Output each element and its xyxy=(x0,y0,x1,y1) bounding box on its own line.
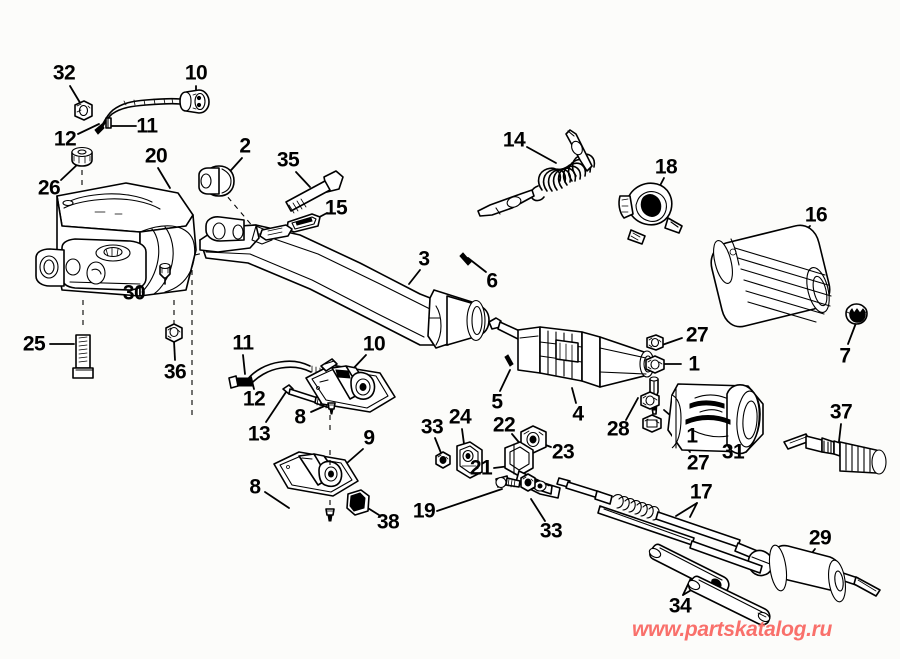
callout-23: 23 xyxy=(551,440,575,464)
callout-11-mid: 11 xyxy=(232,331,254,355)
callout-20: 20 xyxy=(144,144,168,168)
callout-27-lower: 27 xyxy=(686,451,710,475)
callout-35: 35 xyxy=(276,148,300,172)
part-1-nut-lower xyxy=(642,414,662,433)
part-20-steering-bracket xyxy=(35,182,197,297)
part-8-screw-low xyxy=(325,508,335,522)
part-9-mounting-bracket xyxy=(273,450,359,497)
part-11-wire-lead xyxy=(94,97,181,135)
callout-38: 38 xyxy=(376,510,400,534)
part-11-wire-lead-mid xyxy=(228,360,321,389)
callout-1-lower: 1 xyxy=(686,424,698,448)
callout-27-upper: 27 xyxy=(685,323,709,347)
part-1-nut-upper xyxy=(645,355,665,374)
part-6-roll-pin xyxy=(459,252,472,266)
part-31-throttle-cam-sleeve xyxy=(667,383,764,455)
callout-12-top: 12 xyxy=(53,127,77,151)
part-33-washer-lower xyxy=(520,473,536,492)
callout-16: 16 xyxy=(804,203,828,227)
callout-2: 2 xyxy=(239,134,251,158)
part-35-bolt xyxy=(285,170,344,214)
callout-8-low: 8 xyxy=(249,475,261,499)
part-37-cable-end-fitting xyxy=(783,433,887,475)
part-3-steering-handle-arm xyxy=(199,216,490,349)
callout-7: 7 xyxy=(839,344,851,368)
part-25-through-bolt xyxy=(72,334,94,379)
callout-10-mid: 10 xyxy=(362,332,386,356)
callout-28: 28 xyxy=(606,417,630,441)
callout-8-mid: 8 xyxy=(294,405,306,429)
part-36-hex-nut xyxy=(165,323,183,343)
callout-15: 15 xyxy=(324,196,348,220)
part-27-washer-upper xyxy=(646,334,664,351)
callout-14: 14 xyxy=(502,128,526,152)
callout-11-top: 11 xyxy=(136,114,158,138)
callout-33-lower: 33 xyxy=(539,519,563,543)
callout-3: 3 xyxy=(418,247,430,271)
callout-9: 9 xyxy=(363,426,375,450)
callout-19: 19 xyxy=(412,499,436,523)
callout-29: 29 xyxy=(808,526,832,550)
part-19-screw xyxy=(495,475,521,489)
callout-24: 24 xyxy=(448,405,472,429)
part-17-throttle-cable xyxy=(556,477,881,597)
callout-32: 32 xyxy=(52,61,76,85)
callout-34: 34 xyxy=(668,594,692,618)
callout-6: 6 xyxy=(486,269,498,293)
part-10-connector-plug xyxy=(179,89,210,114)
part-21-throttle-link-arm xyxy=(504,441,561,499)
part-10-switch-bracket xyxy=(305,358,396,413)
callout-10-top: 10 xyxy=(184,61,208,85)
callout-30: 30 xyxy=(122,281,146,305)
callout-36: 36 xyxy=(163,360,187,384)
callout-22: 22 xyxy=(492,413,516,437)
part-26-nut xyxy=(71,146,93,167)
part-16-hand-grip xyxy=(710,224,832,328)
callout-12-mid: 12 xyxy=(242,387,266,411)
part-27-washer-lower xyxy=(640,391,660,410)
part-8-screw-mid xyxy=(327,402,336,415)
callout-31: 31 xyxy=(721,440,745,464)
part-7-retaining-clip xyxy=(845,303,868,325)
callout-5: 5 xyxy=(491,390,503,414)
callout-1-upper: 1 xyxy=(688,352,700,376)
part-33-washer-upper xyxy=(435,451,451,469)
part-32-locknut xyxy=(74,100,93,121)
part-2-bushing xyxy=(198,165,235,197)
part-4-throttle-shaft-assembly xyxy=(488,317,655,388)
part-29-cable-spool xyxy=(768,544,846,603)
part-24-link-block xyxy=(456,441,483,479)
part-38-bushing xyxy=(346,489,370,516)
part-34-cable-housing-tubes xyxy=(648,543,771,626)
callout-33-upper: 33 xyxy=(420,415,444,439)
callout-17: 17 xyxy=(689,480,713,504)
callout-25: 25 xyxy=(22,332,46,356)
part-18-clamp xyxy=(618,182,683,245)
callout-26: 26 xyxy=(37,176,61,200)
site-watermark: www.partskatalog.ru xyxy=(632,618,833,641)
callout-21: 21 xyxy=(469,456,493,480)
callout-37: 37 xyxy=(829,400,853,424)
part-5-pin xyxy=(504,354,514,367)
callout-13: 13 xyxy=(247,422,271,446)
callout-18: 18 xyxy=(654,155,678,179)
part-14-coiled-lanyard xyxy=(477,129,596,217)
callout-4: 4 xyxy=(572,402,584,426)
